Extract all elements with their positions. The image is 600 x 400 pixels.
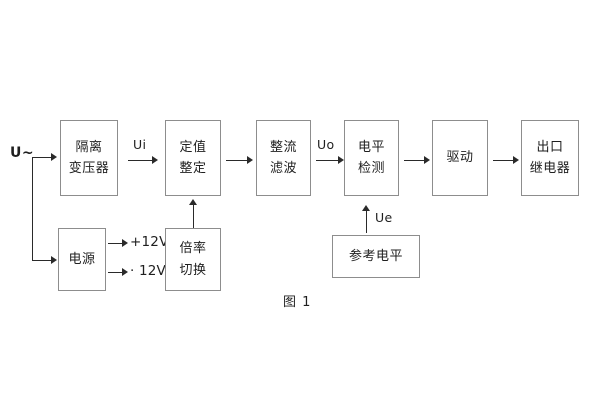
branch-to-transformer-line <box>32 157 53 158</box>
block-isolation-transformer[interactable]: 隔离 变压器 <box>60 120 118 196</box>
block-output-relay[interactable]: 出口 继电器 <box>521 120 579 196</box>
arrow-drive-to-relay-icon <box>513 156 519 164</box>
isolation-transformer-line2: 变压器 <box>68 161 110 176</box>
block-level-detect[interactable]: 电平 检测 <box>344 120 399 196</box>
branch-to-power-line <box>32 260 53 261</box>
output-relay-line2: 继电器 <box>529 161 571 176</box>
multiplier-switch-line2: 切换 <box>179 262 207 278</box>
signal-label-uo: Uo <box>317 137 335 152</box>
arrow-to-transformer-icon <box>51 153 57 161</box>
setting-to-rectify-line <box>226 160 249 161</box>
arrow-level-to-drive-icon <box>424 156 430 164</box>
block-rectify-filter[interactable]: 整流 滤波 <box>256 120 311 196</box>
power-supply-line1: 电源 <box>68 251 96 267</box>
block-power-supply[interactable]: 电源 <box>58 228 106 291</box>
source-label-u: U~ <box>10 145 35 161</box>
rail-negative-label: · 12V <box>130 263 166 279</box>
output-relay-line1: 出口 <box>536 139 564 155</box>
multiplier-to-setting-line <box>193 205 194 228</box>
block-reference-level[interactable]: 参考电平 <box>332 235 420 278</box>
rail-negative-line <box>108 272 124 273</box>
source-trunk-line <box>32 157 33 260</box>
arrow-reference-to-level-icon <box>362 205 370 211</box>
arrow-to-power-icon <box>51 256 57 264</box>
level-to-drive-line <box>404 160 426 161</box>
rectify-filter-line1: 整流 <box>269 139 297 155</box>
signal-label-ui: Ui <box>133 137 147 152</box>
block-drive[interactable]: 驱动 <box>432 120 488 196</box>
rail-positive-line <box>108 243 124 244</box>
rectify-to-level-line <box>316 160 340 161</box>
reference-to-level-line <box>366 211 367 233</box>
setting-value-line1: 定值 <box>179 139 207 155</box>
signal-label-ue: Ue <box>375 210 393 225</box>
arrow-setting-to-rectify-icon <box>247 156 253 164</box>
isolation-transformer-line1: 隔离 <box>75 139 103 155</box>
rectify-filter-line2: 滤波 <box>269 161 297 176</box>
drive-to-relay-line <box>493 160 515 161</box>
block-setting-value[interactable]: 定值 整定 <box>165 120 221 196</box>
arrow-rail-positive-icon <box>122 239 128 247</box>
transformer-to-setting-line <box>128 160 154 161</box>
figure-caption: 图 1 <box>283 295 312 310</box>
arrow-rectify-to-level-icon <box>338 156 344 164</box>
multiplier-switch-line1: 倍率 <box>179 241 207 257</box>
arrow-multiplier-to-setting-icon <box>189 199 197 205</box>
drive-line1: 驱动 <box>446 150 474 166</box>
arrow-transformer-to-setting-icon <box>152 156 158 164</box>
setting-value-line2: 整定 <box>179 161 207 176</box>
block-multiplier-switch[interactable]: 倍率 切换 <box>165 228 221 291</box>
arrow-rail-negative-icon <box>122 268 128 276</box>
level-detect-line2: 检测 <box>357 161 385 176</box>
reference-level-line1: 参考电平 <box>348 248 403 264</box>
level-detect-line1: 电平 <box>357 139 385 155</box>
rail-positive-label: +12V <box>130 234 169 250</box>
